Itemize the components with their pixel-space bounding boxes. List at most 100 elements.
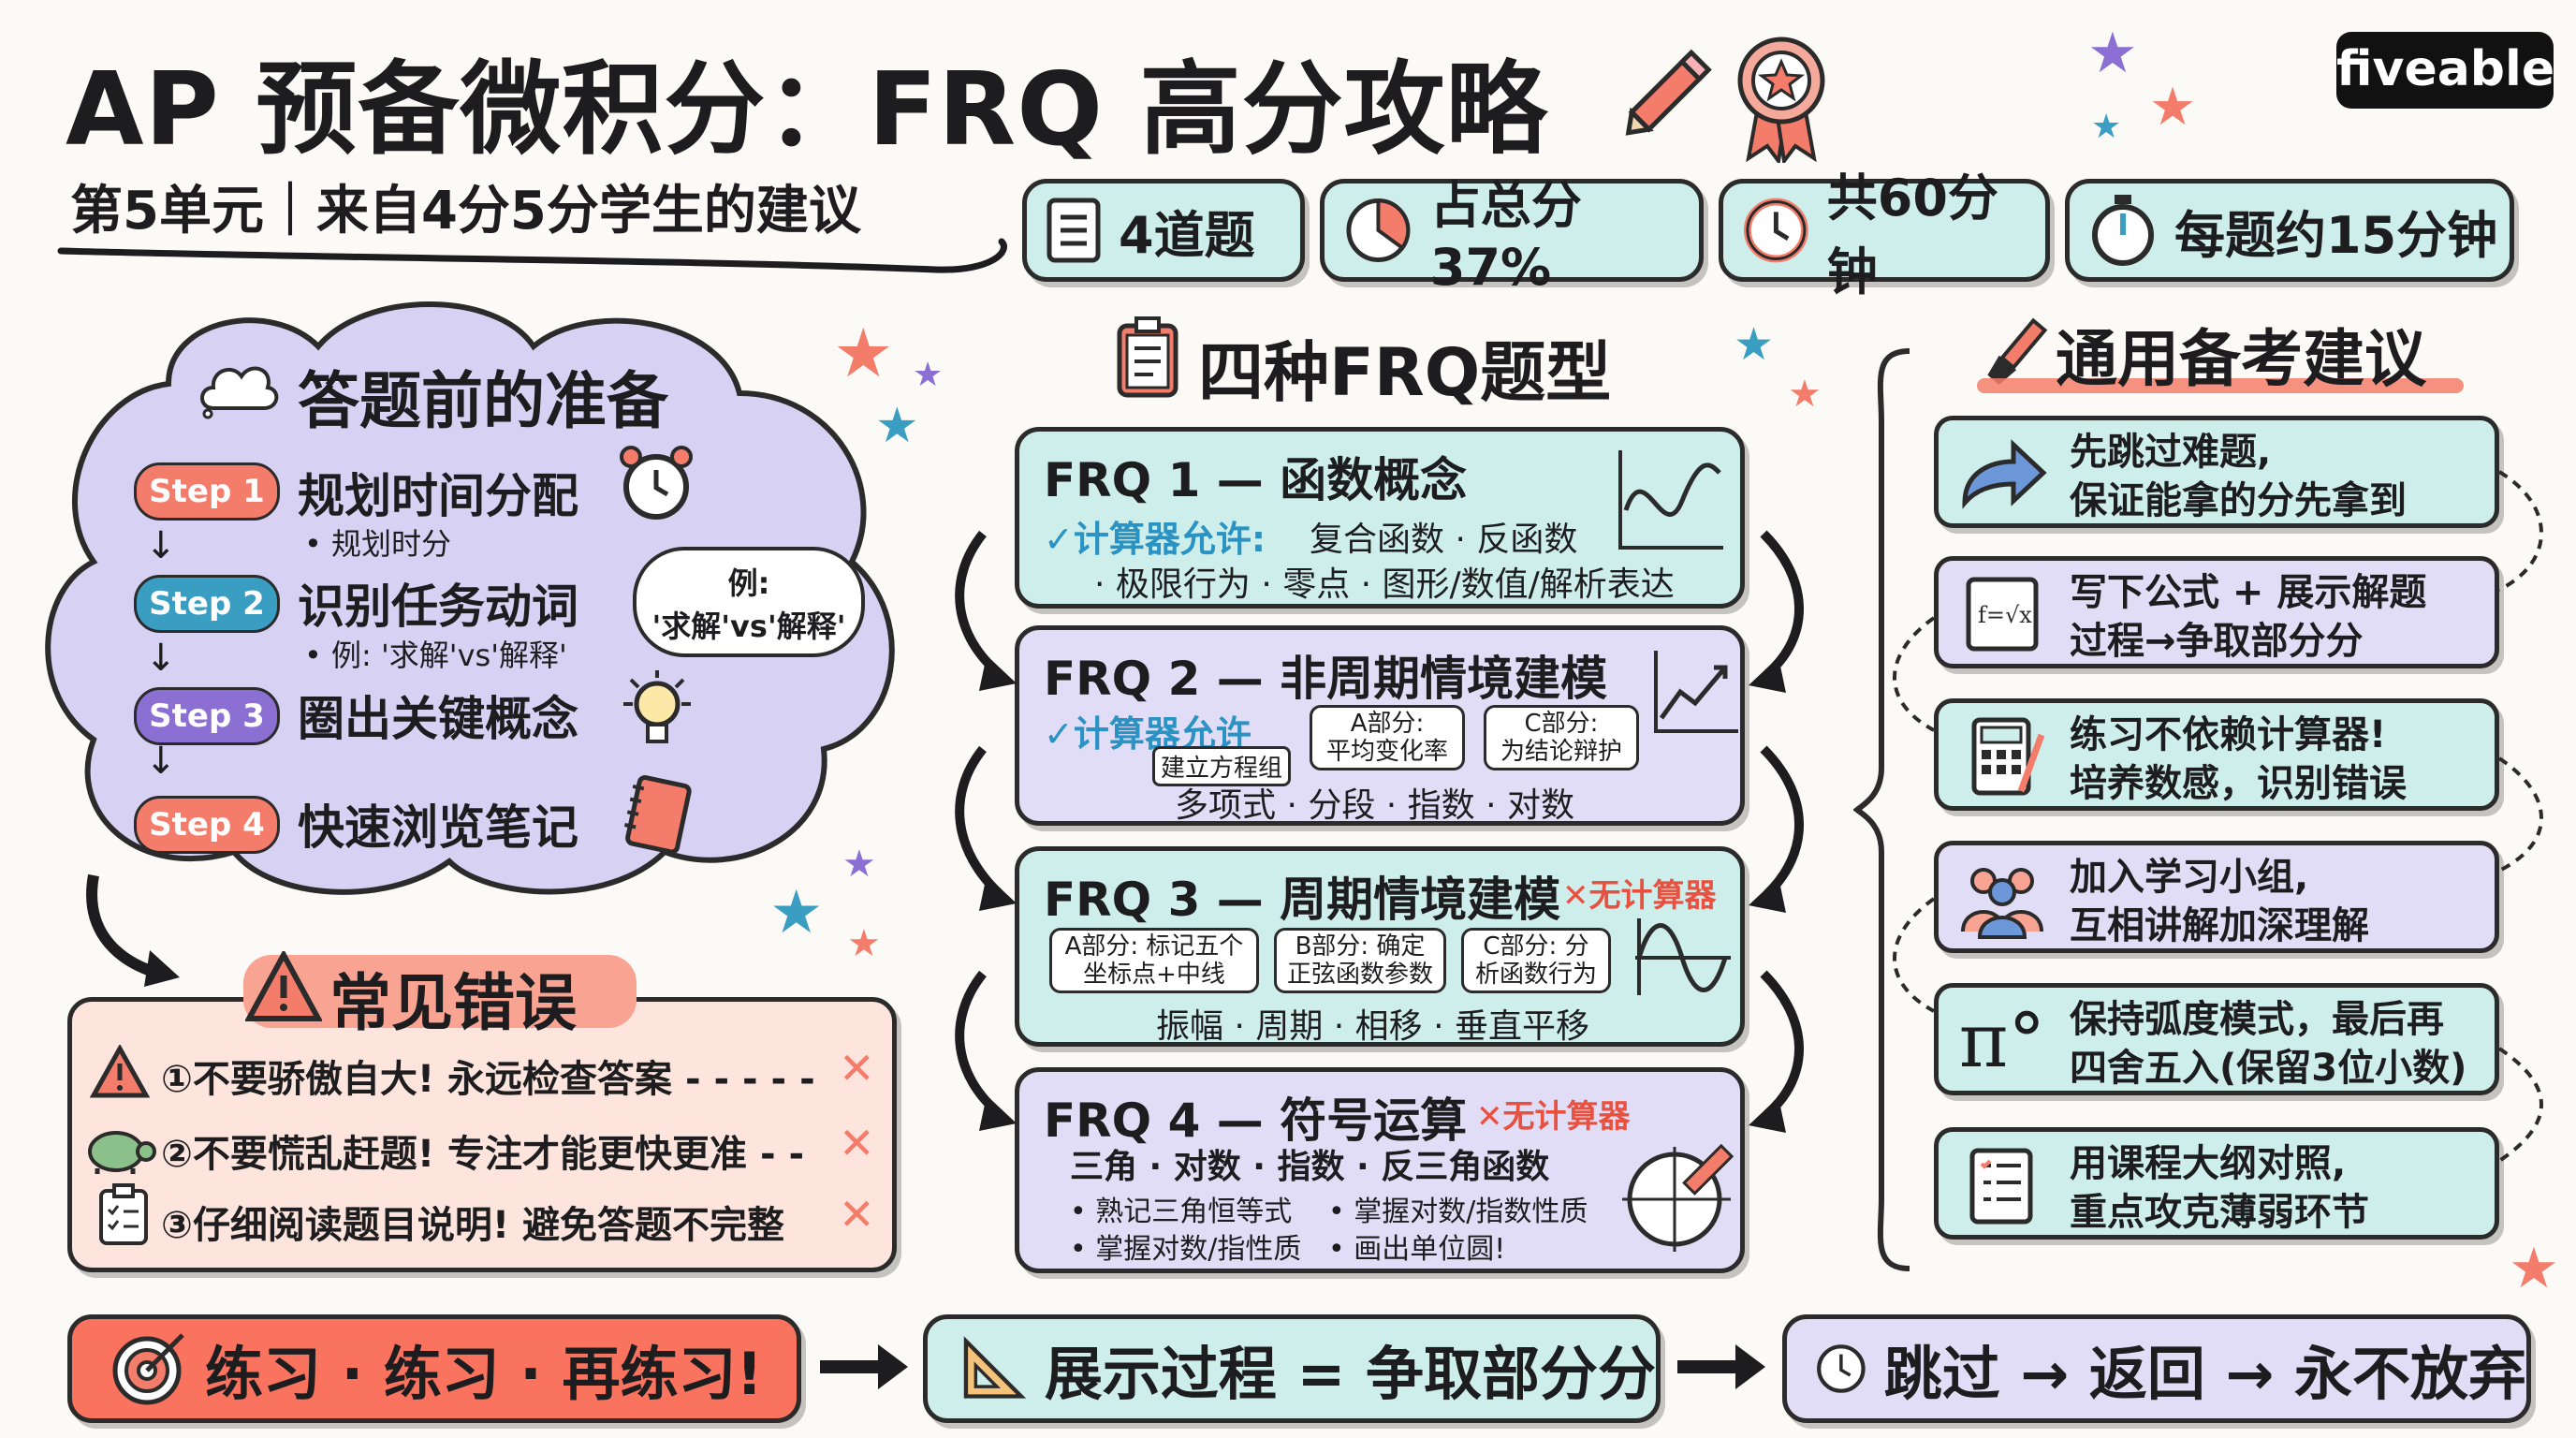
star-icon: ★ — [875, 398, 919, 454]
frq-topics: 三角 · 对数 · 指数 · 反三角函数 — [1070, 1148, 1550, 1186]
stat-total-time: 共60分钟 — [1719, 169, 2050, 301]
tip-line: 过程→争取部分分 — [2070, 620, 2364, 663]
stat-label: 4道题 — [1119, 205, 1255, 265]
cloud-icon — [200, 366, 279, 419]
frq-part-a: A部分: 平均变化率 — [1310, 705, 1465, 770]
frq-part-c: C部分: 分 析函数行为 — [1461, 928, 1611, 993]
warning-icon — [245, 951, 322, 1021]
tip-card: 练习不依赖计算器! 培养数感，识别错误 — [1934, 698, 2499, 811]
calculator-allowed: ✓计算器允许: — [1044, 519, 1266, 560]
example-label: 例: — [727, 565, 770, 601]
svg-text:f=√x: f=√x — [1978, 602, 2032, 628]
tip-line: 加入学习小组, — [2070, 856, 2309, 899]
mistake-item: ③仔细阅读题目说明! 避免答题不完整 — [161, 1204, 785, 1247]
pie-chart-icon — [1346, 198, 1411, 263]
frq-part-a: A部分: 标记五个 坐标点+中线 — [1049, 928, 1259, 993]
tip-line: 保证能拿的分先拿到 — [2070, 479, 2407, 522]
sine-wave-icon — [1635, 918, 1731, 995]
group-icon — [1961, 868, 2043, 939]
star-icon: ★ — [913, 356, 944, 394]
star-icon: ★ — [1734, 318, 1775, 371]
clock-icon — [1817, 1344, 1866, 1393]
tip-line: 重点攻克薄弱环节 — [2070, 1191, 2369, 1234]
notebook-icon — [623, 775, 692, 855]
checklist-icon — [99, 1183, 148, 1245]
line-graph-icon — [1654, 651, 1738, 733]
frq-topics: 多项式 · 分段 · 指数 · 对数 — [1175, 786, 1574, 825]
stat-label: 占总分37% — [1429, 176, 1582, 297]
mistakes-title: 常见错误 — [329, 967, 577, 1039]
tip-connectors — [1893, 470, 2543, 1163]
step-badge: Step 4 — [134, 796, 280, 854]
brand-logo[interactable]: fiveable — [2336, 32, 2554, 109]
star-icon: ★ — [2087, 21, 2138, 86]
page-title: AP 预备微积分：FRQ 高分攻略 — [66, 51, 1548, 169]
tip-card: 先跳过难题,保证能拿的分先拿到 — [1934, 416, 2499, 528]
tip-line: 用课程大纲对照, — [2070, 1142, 2347, 1185]
syllabus-icon — [1969, 1148, 2033, 1225]
step-title: 圈出关键概念 — [298, 692, 578, 746]
flow-arrows-left — [955, 530, 1017, 1131]
mistake-item: ①不要骄傲自大! 永远检查答案 - - - - - — [161, 1058, 815, 1101]
star-icon: ★ — [2091, 108, 2122, 146]
frq-card-2: FRQ 2 — 非周期情境建模 ✓计算器允许 建立方程组 A部分: 平均变化率 … — [1015, 625, 1745, 826]
banner-text: 跳过 → 返回 → 永不放弃 — [1883, 1340, 2526, 1408]
tip-card: 用课程大纲对照, 重点攻克薄弱环节 — [1934, 1127, 2499, 1240]
lightbulb-icon — [623, 670, 691, 743]
tip-line: 保持弧度模式，最后再 — [2070, 998, 2444, 1041]
example-text: '求解'vs'解释' — [651, 609, 846, 644]
x-mark-icon: ✕ — [839, 1043, 875, 1093]
step-title: 规划时间分配 — [298, 469, 578, 523]
stat-score-share: 占总分37% — [1320, 176, 1704, 297]
calculator-icon — [1971, 717, 2045, 796]
stat-label: 共60分钟 — [1826, 169, 1998, 301]
star-icon: ★ — [847, 922, 881, 965]
tip-line: 写下公式 + 展示解题 — [2070, 571, 2427, 614]
step-connector: ↓ — [145, 524, 177, 567]
step-connector: ↓ — [145, 740, 177, 783]
example-bubble: 例: '求解'vs'解释' — [633, 547, 865, 657]
page-subtitle: 第5单元｜来自4分5分学生的建议 — [70, 181, 861, 242]
step-sub: • 规划时分 — [304, 526, 452, 562]
tip-line: 四舍五入(保留3位小数) — [2070, 1047, 2467, 1090]
alarm-clock-icon — [620, 446, 693, 520]
prep-title: 答题前的准备 — [298, 365, 668, 437]
frq-bullet: • 熟记三角恒等式 — [1070, 1196, 1293, 1228]
tip-line: 互相讲解加深理解 — [2070, 904, 2369, 947]
curved-arrow — [86, 873, 180, 987]
tip-card: 加入学习小组, 互相讲解加深理解 — [1934, 841, 2499, 953]
banner-practice: 练习 · 练习 · 再练习! — [67, 1314, 801, 1423]
banner-arrow — [820, 1344, 908, 1389]
tip-line: 培养数感，识别错误 — [2070, 762, 2407, 805]
warning-icon — [90, 1045, 150, 1098]
banner-show-work: 展示过程 = 争取部分分 — [923, 1314, 1661, 1423]
function-graph-icon — [1618, 450, 1723, 550]
no-calculator: ✕无计算器 — [1476, 1098, 1631, 1136]
step-badge: Step 2 — [134, 575, 280, 633]
frq-part-c: C部分: 为结论辩护 — [1484, 705, 1639, 770]
tip-line: 练习不依赖计算器! — [2070, 713, 2387, 756]
star-icon: ★ — [833, 314, 894, 392]
target-icon — [112, 1333, 184, 1405]
banner-text: 练习 · 练习 · 再练习! — [205, 1340, 763, 1408]
tips-title-underline — [1977, 378, 2464, 393]
frq-title: FRQ 3 — 周期情境建模 — [1044, 873, 1561, 927]
tip-card: π° 保持弧度模式，最后再四舍五入(保留3位小数) — [1934, 983, 2499, 1095]
formula-icon: f=√x — [1966, 577, 2039, 652]
frq-section-title: 四种FRQ题型 — [1198, 334, 1612, 411]
star-icon: ★ — [2509, 1236, 2559, 1301]
frq-topics: 复合函数 · 反函数 — [1310, 521, 1578, 559]
tip-card: f=√x 写下公式 + 展示解题过程→争取部分分 — [1934, 556, 2499, 668]
arrow-icon — [1962, 439, 2047, 509]
clipboard-icon — [1117, 316, 1178, 398]
stat-question-count: 4道题 — [1022, 179, 1305, 282]
frq-title: FRQ 4 — 符号运算 — [1044, 1093, 1468, 1148]
step-sub: • 例: '求解'vs'解释' — [304, 638, 567, 673]
pi-icon: π° — [1958, 997, 2046, 1084]
frq-bullet: • 画出单位圆! — [1328, 1233, 1506, 1266]
subtitle-underline — [57, 238, 1007, 273]
no-calculator: ✕无计算器 — [1562, 877, 1717, 915]
banner-arrow — [1677, 1344, 1765, 1389]
step-badge: Step 3 — [134, 687, 280, 745]
step-connector: ↓ — [145, 637, 177, 680]
